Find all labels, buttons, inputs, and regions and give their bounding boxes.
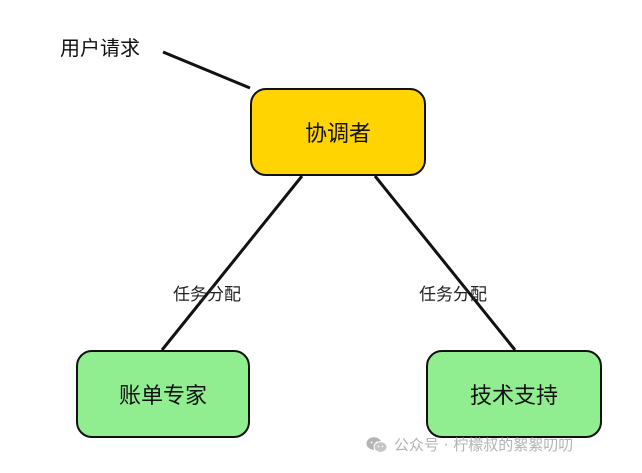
watermark-text: 公众号 · 柠檬叔的絮絮叨叨: [394, 436, 574, 454]
input-arrow-line: [162, 50, 251, 90]
watermark: 公众号 · 柠檬叔的絮絮叨叨: [366, 434, 573, 455]
user-request-label: 用户请求: [60, 36, 140, 60]
coordinator-node: 协调者: [250, 88, 426, 176]
coordinator-label: 协调者: [304, 122, 371, 147]
edge-label-tech: 任务分配: [419, 285, 487, 305]
wechat-icon: [366, 436, 388, 453]
tech-support-node: 技术支持: [426, 350, 602, 438]
tech-support-label: 技术支持: [469, 384, 558, 409]
edge-line-tech: [373, 175, 517, 351]
edge-line-billing: [160, 175, 304, 351]
billing-expert-node: 账单专家: [76, 350, 250, 438]
billing-expert-label: 账单专家: [118, 384, 207, 409]
edge-label-billing: 任务分配: [173, 285, 241, 305]
